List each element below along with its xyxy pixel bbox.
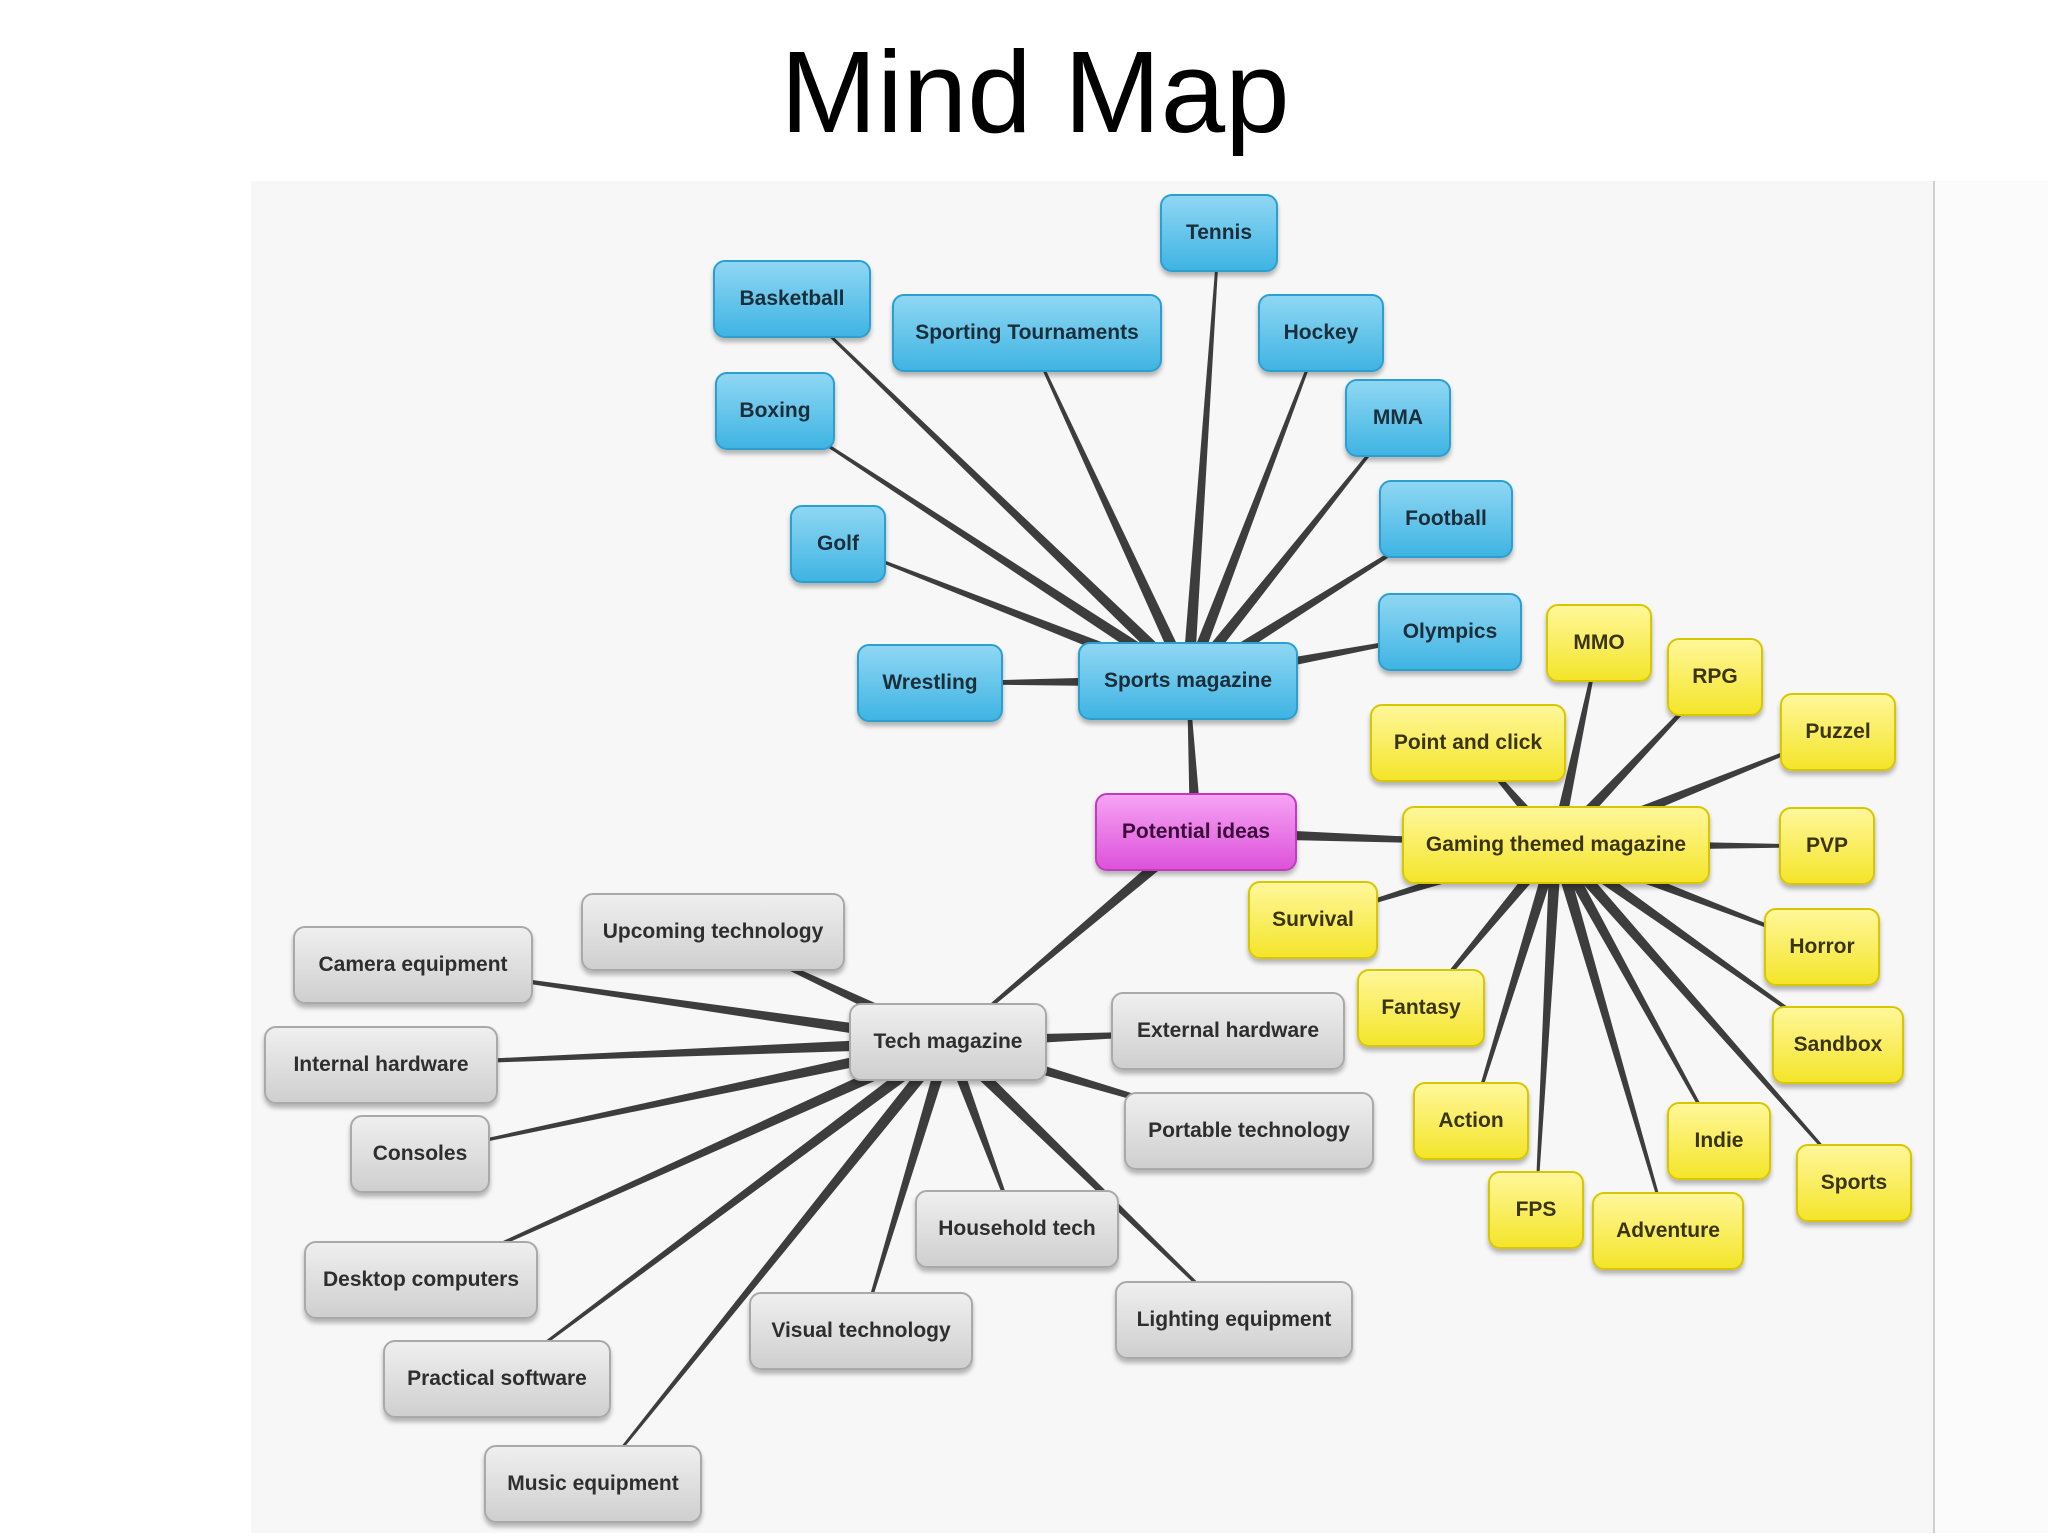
leaf-node-puzzel[interactable]: Puzzel — [1780, 693, 1896, 771]
leaf-node-basketball[interactable]: Basketball — [713, 260, 871, 338]
leaf-node-music-equipment[interactable]: Music equipment — [484, 1445, 702, 1523]
leaf-node-fantasy[interactable]: Fantasy — [1357, 969, 1485, 1047]
leaf-node-portable-technology[interactable]: Portable technology — [1124, 1092, 1374, 1170]
slide-title: Mind Map — [780, 27, 1290, 157]
leaf-node-boxing[interactable]: Boxing — [715, 372, 835, 450]
leaf-node-desktop-computers[interactable]: Desktop computers — [304, 1241, 538, 1319]
leaf-node-household-tech[interactable]: Household tech — [915, 1190, 1119, 1268]
leaf-node-hockey[interactable]: Hockey — [1258, 294, 1384, 372]
branch-node-gaming-themed-magazine[interactable]: Gaming themed magazine — [1402, 806, 1710, 884]
leaf-node-mma[interactable]: MMA — [1345, 379, 1451, 457]
panel-edge — [1935, 181, 2048, 1533]
leaf-node-fps[interactable]: FPS — [1488, 1171, 1584, 1249]
leaf-node-external-hardware[interactable]: External hardware — [1111, 992, 1345, 1070]
leaf-node-wrestling[interactable]: Wrestling — [857, 644, 1003, 722]
leaf-node-consoles[interactable]: Consoles — [350, 1115, 490, 1193]
leaf-node-horror[interactable]: Horror — [1764, 908, 1880, 986]
leaf-node-upcoming-technology[interactable]: Upcoming technology — [581, 893, 845, 971]
branch-node-sports-magazine[interactable]: Sports magazine — [1078, 642, 1298, 720]
leaf-node-survival[interactable]: Survival — [1248, 881, 1378, 959]
root-node[interactable]: Potential ideas — [1095, 793, 1297, 871]
leaf-node-lighting-equipment[interactable]: Lighting equipment — [1115, 1281, 1353, 1359]
leaf-node-point-and-click[interactable]: Point and click — [1370, 704, 1566, 782]
leaf-node-visual-technology[interactable]: Visual technology — [749, 1292, 973, 1370]
leaf-node-mmo[interactable]: MMO — [1546, 604, 1652, 682]
leaf-node-sandbox[interactable]: Sandbox — [1772, 1006, 1904, 1084]
leaf-node-golf[interactable]: Golf — [790, 505, 886, 583]
leaf-node-pvp[interactable]: PVP — [1779, 807, 1875, 885]
leaf-node-camera-equipment[interactable]: Camera equipment — [293, 926, 533, 1004]
leaf-node-sporting-tournaments[interactable]: Sporting Tournaments — [892, 294, 1162, 372]
leaf-node-action[interactable]: Action — [1413, 1082, 1529, 1160]
leaf-node-internal-hardware[interactable]: Internal hardware — [264, 1026, 498, 1104]
leaf-node-tennis[interactable]: Tennis — [1160, 194, 1278, 272]
leaf-node-indie[interactable]: Indie — [1667, 1102, 1771, 1180]
leaf-node-practical-software[interactable]: Practical software — [383, 1340, 611, 1418]
leaf-node-olympics[interactable]: Olympics — [1378, 593, 1522, 671]
leaf-node-sports[interactable]: Sports — [1796, 1144, 1912, 1222]
leaf-node-adventure[interactable]: Adventure — [1592, 1192, 1744, 1270]
leaf-node-rpg[interactable]: RPG — [1667, 638, 1763, 716]
branch-node-tech-magazine[interactable]: Tech magazine — [849, 1003, 1047, 1081]
leaf-node-football[interactable]: Football — [1379, 480, 1513, 558]
